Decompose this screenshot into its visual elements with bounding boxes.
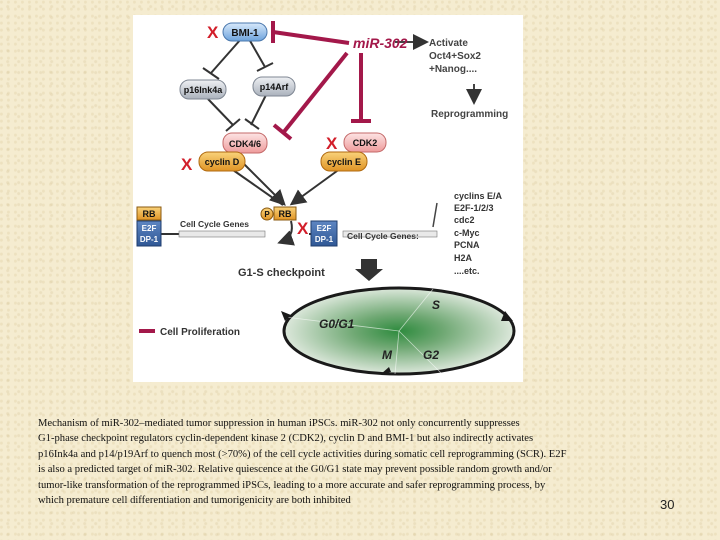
gene-bar-right <box>342 230 438 238</box>
legend-label: Cell Proliferation <box>160 327 240 338</box>
inhibition-x-cdk2: X <box>326 134 338 153</box>
caption-line: is also a predicted target of miR-302. R… <box>38 464 552 476</box>
phase-s: S <box>432 298 440 312</box>
caption-line: Mechanism of miR-302–mediated tumor supp… <box>38 418 520 429</box>
reprogramming-label: Reprogramming <box>431 109 508 120</box>
cdk2-label: CDK2 <box>353 138 378 148</box>
cell-cycle-genes-left: Cell Cycle Genes <box>180 219 249 229</box>
rb-left-label: RB <box>143 209 156 219</box>
gene-list: cyclins E/A E2F-1/2/3 cdc2 c-Myc PCNA H2… <box>454 191 503 276</box>
e2f-dp1-left-box <box>136 220 162 247</box>
mechanism-diagram: BMI-1 X miR-302 Activate Oct4+Sox2 +Nano… <box>133 15 523 382</box>
caption-line: p16Ink4a and p14/p19Arf to quench most (… <box>38 448 567 460</box>
activation-arrows <box>395 34 482 105</box>
caption-line: tumor-like transformation of the reprogr… <box>38 479 546 491</box>
cell-cycle-genes-right: Cell Cycle Genes: <box>347 231 419 241</box>
figure-caption: Mechanism of miR-302–mediated tumor supp… <box>38 416 678 508</box>
phase-g0g1: G0/G1 <box>319 317 355 331</box>
dp1-left-label: DP-1 <box>140 235 159 244</box>
activate-line-3: +Nanog.... <box>429 64 477 75</box>
p16-node <box>179 79 227 100</box>
gene-item: PCNA <box>454 240 480 250</box>
dp1-right-label: DP-1 <box>315 235 334 244</box>
mir-inhibition-lines <box>271 21 371 141</box>
phospho-label: P <box>264 210 270 219</box>
cdk2-node <box>343 132 387 153</box>
gene-item: cdc2 <box>454 215 475 225</box>
p14-label: p14Arf <box>260 82 290 92</box>
activate-line-2: Oct4+Sox2 <box>429 51 481 62</box>
gene-item: E2F-1/2/3 <box>454 203 494 213</box>
checkpoint-label: G1-S checkpoint <box>238 267 325 279</box>
phase-g2: G2 <box>423 348 439 362</box>
gene-bar-left <box>178 230 266 238</box>
pathway-lines <box>161 38 349 235</box>
gene-item: H2A <box>454 253 473 263</box>
cyclin-d-label: cyclin D <box>205 157 240 167</box>
e2f-left-label: E2F <box>142 224 157 233</box>
e2f-dp1-right-box <box>310 220 338 247</box>
p16-label: p16Ink4a <box>184 85 224 95</box>
cyclin-d-node <box>198 151 246 172</box>
rb-right-box <box>273 206 297 221</box>
caption-line: which premature cell differentiation and… <box>38 495 351 507</box>
rb-left-box <box>136 206 162 221</box>
rb-right-label: RB <box>279 209 292 219</box>
cyclin-e-label: cyclin E <box>327 157 361 167</box>
checkpoint-arrow <box>355 259 383 281</box>
gene-expression-arrow <box>432 202 438 228</box>
activate-line-1: Activate <box>429 38 468 49</box>
gene-item: ....etc. <box>454 266 480 276</box>
caption-line: G1-phase checkpoint regulators cyclin-de… <box>38 433 534 445</box>
gene-item: c-Myc <box>454 228 480 238</box>
bmi1-label: BMI-1 <box>231 28 259 39</box>
rb-release-arrow <box>277 220 295 246</box>
cdk46-label: CDK4/6 <box>229 139 261 149</box>
inhibition-x-bmi1: X <box>207 23 219 42</box>
gene-item: cyclins E/A <box>454 191 503 201</box>
p14-node <box>252 76 296 97</box>
inhibition-x-e2f: X <box>297 219 309 238</box>
cell-cycle-ellipse <box>281 286 516 376</box>
mir302-label: miR-302 <box>353 35 408 51</box>
inhibition-x-cyclin-d: X <box>181 155 193 174</box>
cyclin-e-node <box>320 151 368 172</box>
e2f-right-label: E2F <box>317 224 332 233</box>
phase-m: M <box>382 348 393 362</box>
page-number: 30 <box>660 497 675 512</box>
bmi1-node <box>222 22 268 42</box>
phospho-circle <box>260 207 274 221</box>
cdk46-node <box>222 132 268 154</box>
